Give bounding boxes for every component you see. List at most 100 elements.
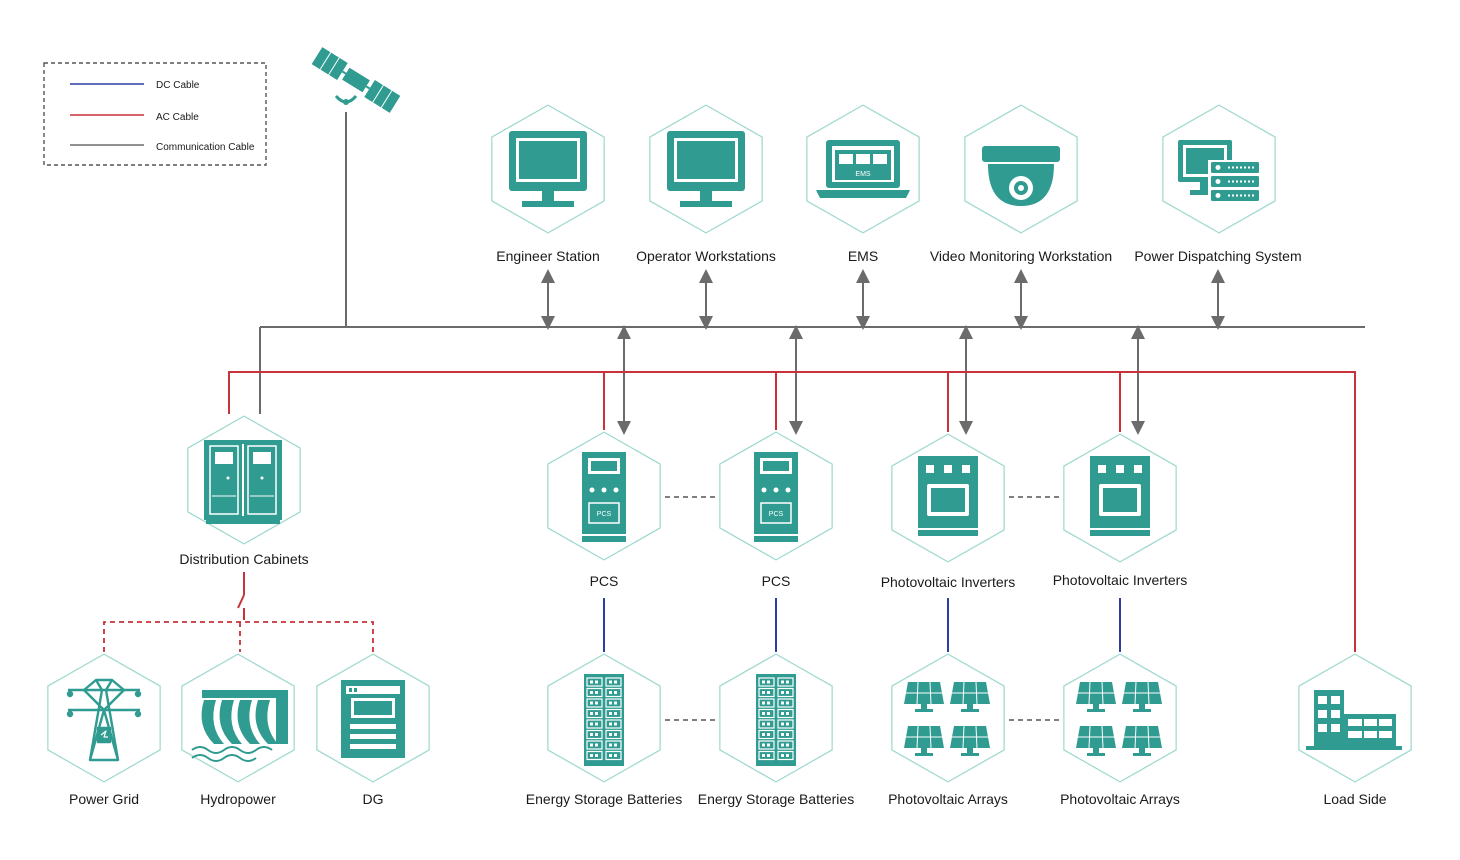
node-pcs-1[interactable]: PCS PCS <box>547 431 661 589</box>
ems-icon-text: EMS <box>855 171 871 178</box>
battery-cell <box>777 708 794 719</box>
node-pcs-2[interactable]: PCS PCS <box>719 431 833 589</box>
dc-lines <box>603 598 1121 652</box>
battery-cell <box>586 698 603 708</box>
pv-array-1-label: Photovoltaic Arrays <box>888 791 1008 807</box>
legend-box <box>43 62 267 166</box>
battery-cell <box>777 687 794 698</box>
battery-cell <box>758 719 775 729</box>
node-power-grid[interactable]: Power Grid <box>47 653 161 807</box>
battery-cell <box>758 677 775 687</box>
inverter-icon <box>1090 456 1150 536</box>
server-monitor-icon <box>1178 140 1260 202</box>
top-node-ems[interactable]: EMS EMS <box>806 104 920 264</box>
battery-cell <box>758 708 775 719</box>
legend-dc-label: DC Cable <box>156 80 200 91</box>
top-node-video-monitoring[interactable]: Video Monitoring Workstation <box>930 104 1112 264</box>
node-pv-inverter-2[interactable]: Photovoltaic Inverters <box>1053 433 1188 588</box>
battery-cell <box>777 698 794 708</box>
communication-lines <box>259 112 1365 435</box>
energy-storage-1-label: Energy Storage Batteries <box>526 791 682 807</box>
battery-cell <box>605 677 622 687</box>
battery-cell <box>586 677 603 687</box>
pcs-1-label: PCS <box>590 573 619 589</box>
battery-cell <box>605 719 622 729</box>
battery-cell <box>586 740 603 750</box>
load-side-label: Load Side <box>1323 791 1386 807</box>
top-node-engineer-station[interactable]: Engineer Station <box>491 104 605 264</box>
video-monitoring-label: Video Monitoring Workstation <box>930 248 1112 264</box>
battery-cell <box>777 750 794 761</box>
ac-bus <box>228 371 1356 652</box>
transmission-tower-icon <box>66 678 142 762</box>
battery-cell <box>586 687 603 698</box>
monitor-icon <box>509 131 587 207</box>
battery-rack-icon <box>584 674 624 766</box>
node-load-side[interactable]: Load Side <box>1298 653 1412 807</box>
battery-cell <box>586 750 603 761</box>
pcs-2-label: PCS <box>762 573 791 589</box>
battery-cell <box>758 740 775 750</box>
pcs-icon: PCS <box>582 452 626 542</box>
distribution-cabinets-label: Distribution Cabinets <box>179 551 308 567</box>
monitor-icon <box>667 131 745 207</box>
solar-panel-icon <box>904 681 990 756</box>
power-dispatching-label: Power Dispatching System <box>1134 248 1301 264</box>
node-pv-array-1[interactable]: Photovoltaic Arrays <box>888 653 1008 807</box>
cabinet-icon <box>204 440 282 524</box>
dome-camera-icon <box>982 146 1060 206</box>
energy-storage-2-label: Energy Storage Batteries <box>698 791 854 807</box>
operator-workstations-label: Operator Workstations <box>636 248 776 264</box>
battery-cell <box>777 740 794 750</box>
battery-cell <box>605 708 622 719</box>
pcs-icon-text: PCS <box>597 511 612 518</box>
satellite-icon <box>311 47 401 113</box>
top-node-operator-workstations[interactable]: Operator Workstations <box>636 104 776 264</box>
battery-rack-icon <box>756 674 796 766</box>
node-distribution-cabinets[interactable]: Distribution Cabinets <box>179 415 309 567</box>
ac-dashed-lines <box>103 621 374 652</box>
pcs-icon: PCS <box>754 452 798 542</box>
generator-icon <box>341 680 405 758</box>
legend-comm-label: Communication Cable <box>156 142 255 153</box>
ems-label: EMS <box>848 248 878 264</box>
hydropower-label: Hydropower <box>200 791 276 807</box>
ac-lines <box>228 371 1356 652</box>
battery-cell <box>605 698 622 708</box>
battery-cell <box>605 750 622 761</box>
top-node-power-dispatching[interactable]: Power Dispatching System <box>1134 104 1302 264</box>
battery-cell <box>605 687 622 698</box>
node-energy-storage-2[interactable]: Energy Storage Batteries <box>698 653 854 807</box>
node-pv-array-2[interactable]: Photovoltaic Arrays <box>1060 653 1180 807</box>
battery-cell <box>758 698 775 708</box>
legend: DC Cable AC Cable Communication Cable <box>43 62 267 166</box>
node-energy-storage-1[interactable]: Energy Storage Batteries <box>526 653 682 807</box>
node-pv-inverter-1[interactable]: Photovoltaic Inverters <box>881 433 1016 590</box>
battery-cell <box>586 719 603 729</box>
battery-cell <box>605 740 622 750</box>
battery-cell <box>777 719 794 729</box>
legend-ac-label: AC Cable <box>156 112 199 123</box>
node-hydropower[interactable]: Hydropower <box>181 653 295 807</box>
dam-icon <box>191 690 288 762</box>
inverter-icon <box>918 456 978 536</box>
engineer-station-label: Engineer Station <box>496 248 600 264</box>
pcs-icon-text: PCS <box>769 511 784 518</box>
node-dg[interactable]: DG <box>316 653 430 807</box>
power-grid-label: Power Grid <box>69 791 139 807</box>
battery-cell <box>777 677 794 687</box>
battery-cell <box>758 750 775 761</box>
satellite-dish-icon <box>334 94 358 105</box>
building-icon <box>1306 690 1402 750</box>
solar-panel-icon <box>1076 681 1162 756</box>
dg-label: DG <box>363 791 384 807</box>
pv-array-2-label: Photovoltaic Arrays <box>1060 791 1180 807</box>
battery-cell <box>777 729 794 740</box>
battery-cell <box>758 687 775 698</box>
pv-inverter-2-label: Photovoltaic Inverters <box>1053 572 1188 588</box>
pv-inverter-1-label: Photovoltaic Inverters <box>881 574 1016 590</box>
battery-cell <box>586 729 603 740</box>
battery-cell <box>758 729 775 740</box>
